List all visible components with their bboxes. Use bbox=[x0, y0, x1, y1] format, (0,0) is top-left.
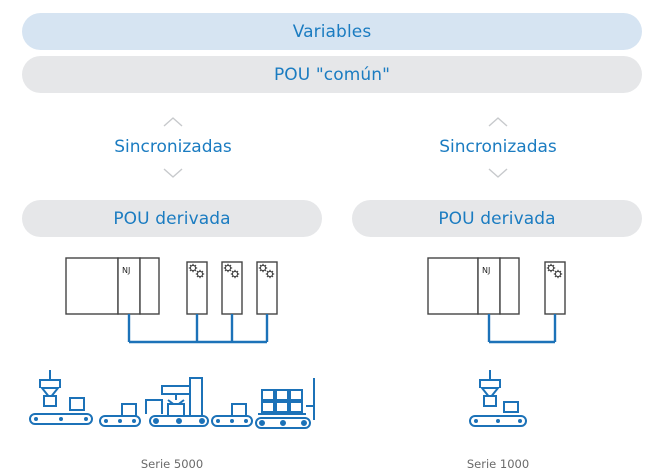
left-drive-modules-icon bbox=[186, 261, 278, 315]
left-series-caption: Serie 5000 bbox=[140, 457, 204, 471]
variables-label: Variables bbox=[292, 21, 372, 42]
right-derived-pou-bar: POU derivada bbox=[352, 200, 642, 237]
right-sync-label: Sincronizadas bbox=[439, 137, 557, 157]
left-palletizer-icon bbox=[255, 378, 315, 429]
left-down-chevron-icon bbox=[163, 168, 183, 178]
right-drive-module-icon bbox=[544, 261, 566, 315]
right-derived-pou-label: POU derivada bbox=[438, 208, 556, 229]
right-up-chevron-icon bbox=[488, 117, 508, 127]
left-network-lines bbox=[127, 314, 269, 344]
right-down-chevron-icon bbox=[488, 168, 508, 178]
left-robot-arm-icon bbox=[145, 377, 209, 427]
right-network-lines bbox=[487, 314, 557, 344]
left-controller-icon bbox=[65, 257, 160, 315]
left-box-conveyor-icon bbox=[99, 403, 141, 427]
variables-bar: Variables bbox=[22, 13, 642, 50]
right-series-caption: Serie 1000 bbox=[466, 457, 530, 471]
common-pou-label: POU "común" bbox=[273, 64, 391, 85]
right-controller-icon bbox=[427, 257, 520, 315]
common-pou-bar: POU "común" bbox=[22, 56, 642, 93]
right-nj-label: NJ bbox=[482, 266, 490, 275]
right-pick-place-machine-icon bbox=[469, 370, 527, 427]
left-pick-place-machine-icon bbox=[29, 370, 93, 425]
left-derived-pou-label: POU derivada bbox=[113, 208, 231, 229]
left-derived-pou-bar: POU derivada bbox=[22, 200, 322, 237]
left-up-chevron-icon bbox=[163, 117, 183, 127]
left-nj-label: NJ bbox=[122, 266, 130, 275]
left-box-conveyor-2-icon bbox=[211, 403, 253, 427]
left-sync-label: Sincronizadas bbox=[114, 137, 232, 157]
